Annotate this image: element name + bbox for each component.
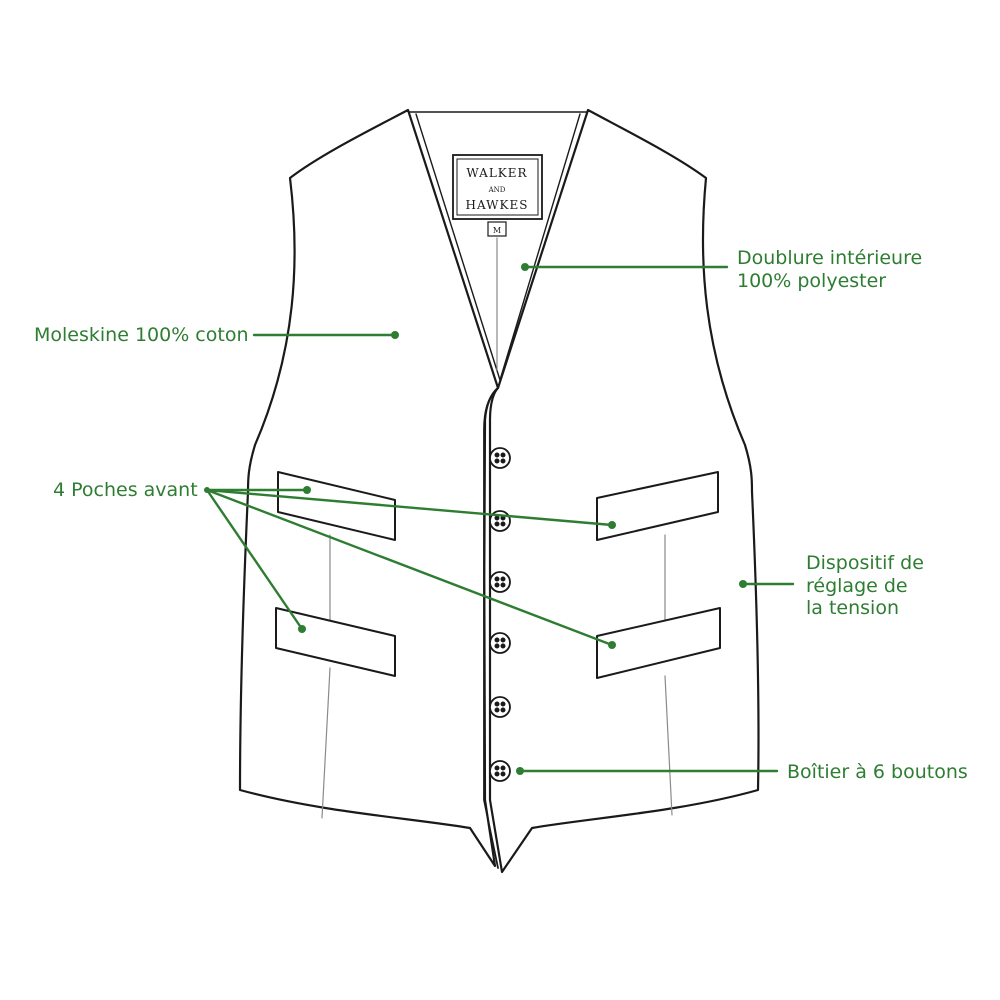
button-6 [489, 760, 511, 782]
lapel-right-edge [499, 113, 581, 381]
pocket-lower-right [596, 607, 721, 679]
callout-lining-line1: Doublure intérieure [737, 247, 922, 269]
callout-tension-line2: réglage de [806, 575, 908, 597]
brand-label-mid: AND [488, 186, 506, 194]
dot-pocket-2 [298, 625, 306, 633]
callout-tension-line3: la tension [806, 597, 899, 619]
front-placket-edge [483, 387, 499, 869]
dot-fabric [391, 331, 399, 339]
button-1 [489, 447, 511, 469]
dot-buttons [516, 767, 524, 775]
leader-pocket-4 [205, 488, 614, 647]
callout-tension-line1: Dispositif de [806, 552, 924, 574]
leader-pocket-3 [205, 488, 614, 527]
lapel-left-edge [415, 113, 501, 381]
dot-tension [739, 580, 747, 588]
dot-pocket-origin [204, 487, 210, 493]
size-tag-text: M [493, 226, 501, 235]
dot-pocket-4 [608, 641, 616, 649]
button-5 [489, 696, 511, 718]
button-4 [489, 632, 511, 654]
brand-label-inner [456, 158, 539, 216]
vest-right-front [488, 108, 760, 874]
brand-label-top: WALKER [466, 166, 527, 180]
button-3 [489, 571, 511, 593]
vest-illustration [238, 108, 760, 874]
callout-buttons: Boîtier à 6 boutons [787, 761, 968, 783]
brand-label-outer [452, 154, 543, 220]
dot-lining [521, 263, 529, 271]
callout-labels: Doublure intérieure 100% polyester Moles… [34, 247, 968, 783]
brand-label: WALKER AND HAWKES M [452, 154, 543, 237]
callout-lines [204, 263, 795, 775]
brand-label-bottom: HAWKES [466, 198, 529, 212]
pocket-upper-right [596, 471, 719, 541]
callout-lining-line2: 100% polyester [737, 270, 886, 292]
size-tag [487, 221, 507, 237]
dot-pocket-1 [303, 486, 311, 494]
leader-pocket-2 [205, 488, 304, 631]
callout-pockets: 4 Poches avant [53, 479, 198, 501]
dot-pocket-3 [608, 521, 616, 529]
callout-fabric: Moleskine 100% coton [34, 324, 248, 346]
pocket-lower-left [275, 607, 396, 677]
